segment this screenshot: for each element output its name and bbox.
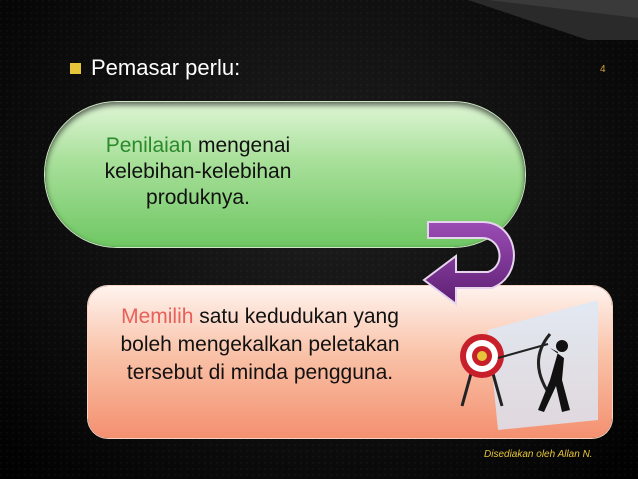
page-number: 4 (600, 64, 606, 75)
archer-target-icon (460, 300, 598, 430)
green-highlight: Penilaian (105, 134, 193, 157)
bullet-row: Pemasar perlu: (70, 55, 240, 81)
green-rest: mengenai kelebihan-kelebihan produknya. (104, 134, 292, 209)
square-bullet-icon (70, 62, 81, 74)
footer-credit: Disediakan oleh Allan N. (484, 449, 593, 460)
peach-highlight: Memilih (121, 305, 194, 328)
peach-rest: satu kedudukan yang boleh mengekalkan pe… (120, 305, 400, 384)
curved-arrow-icon (422, 221, 515, 306)
peach-box-text: Memilih satu kedudukan yang boleh mengek… (98, 303, 422, 387)
corner-decoration (468, 0, 638, 40)
green-box-text: Penilaian mengenai kelebihan-kelebihan p… (62, 133, 334, 211)
bullet-text: Pemasar perlu: (91, 55, 241, 80)
